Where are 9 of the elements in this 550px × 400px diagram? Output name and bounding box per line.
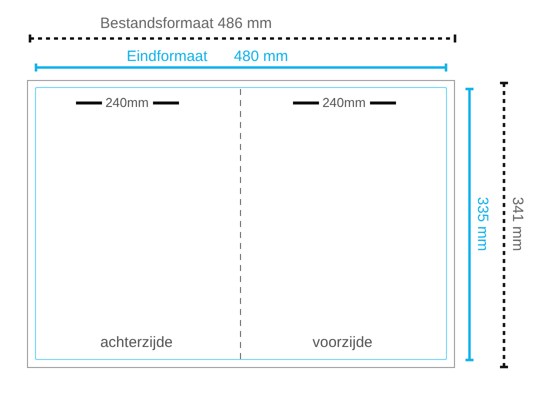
dimension-label: 240mm — [322, 95, 366, 111]
page-label: voorzijde — [312, 334, 373, 351]
dimension-label: Bestandsformaat 486 mm — [100, 16, 272, 32]
dimension-label: 335 mm — [474, 196, 490, 252]
dimension-label: 480 mm — [234, 49, 288, 65]
dimension-label: 341 mm — [509, 196, 525, 252]
dimension-label: 240mm — [105, 95, 149, 111]
dimension-label: Eindformaat — [126, 49, 208, 65]
page-label: achterzijde — [100, 334, 173, 351]
